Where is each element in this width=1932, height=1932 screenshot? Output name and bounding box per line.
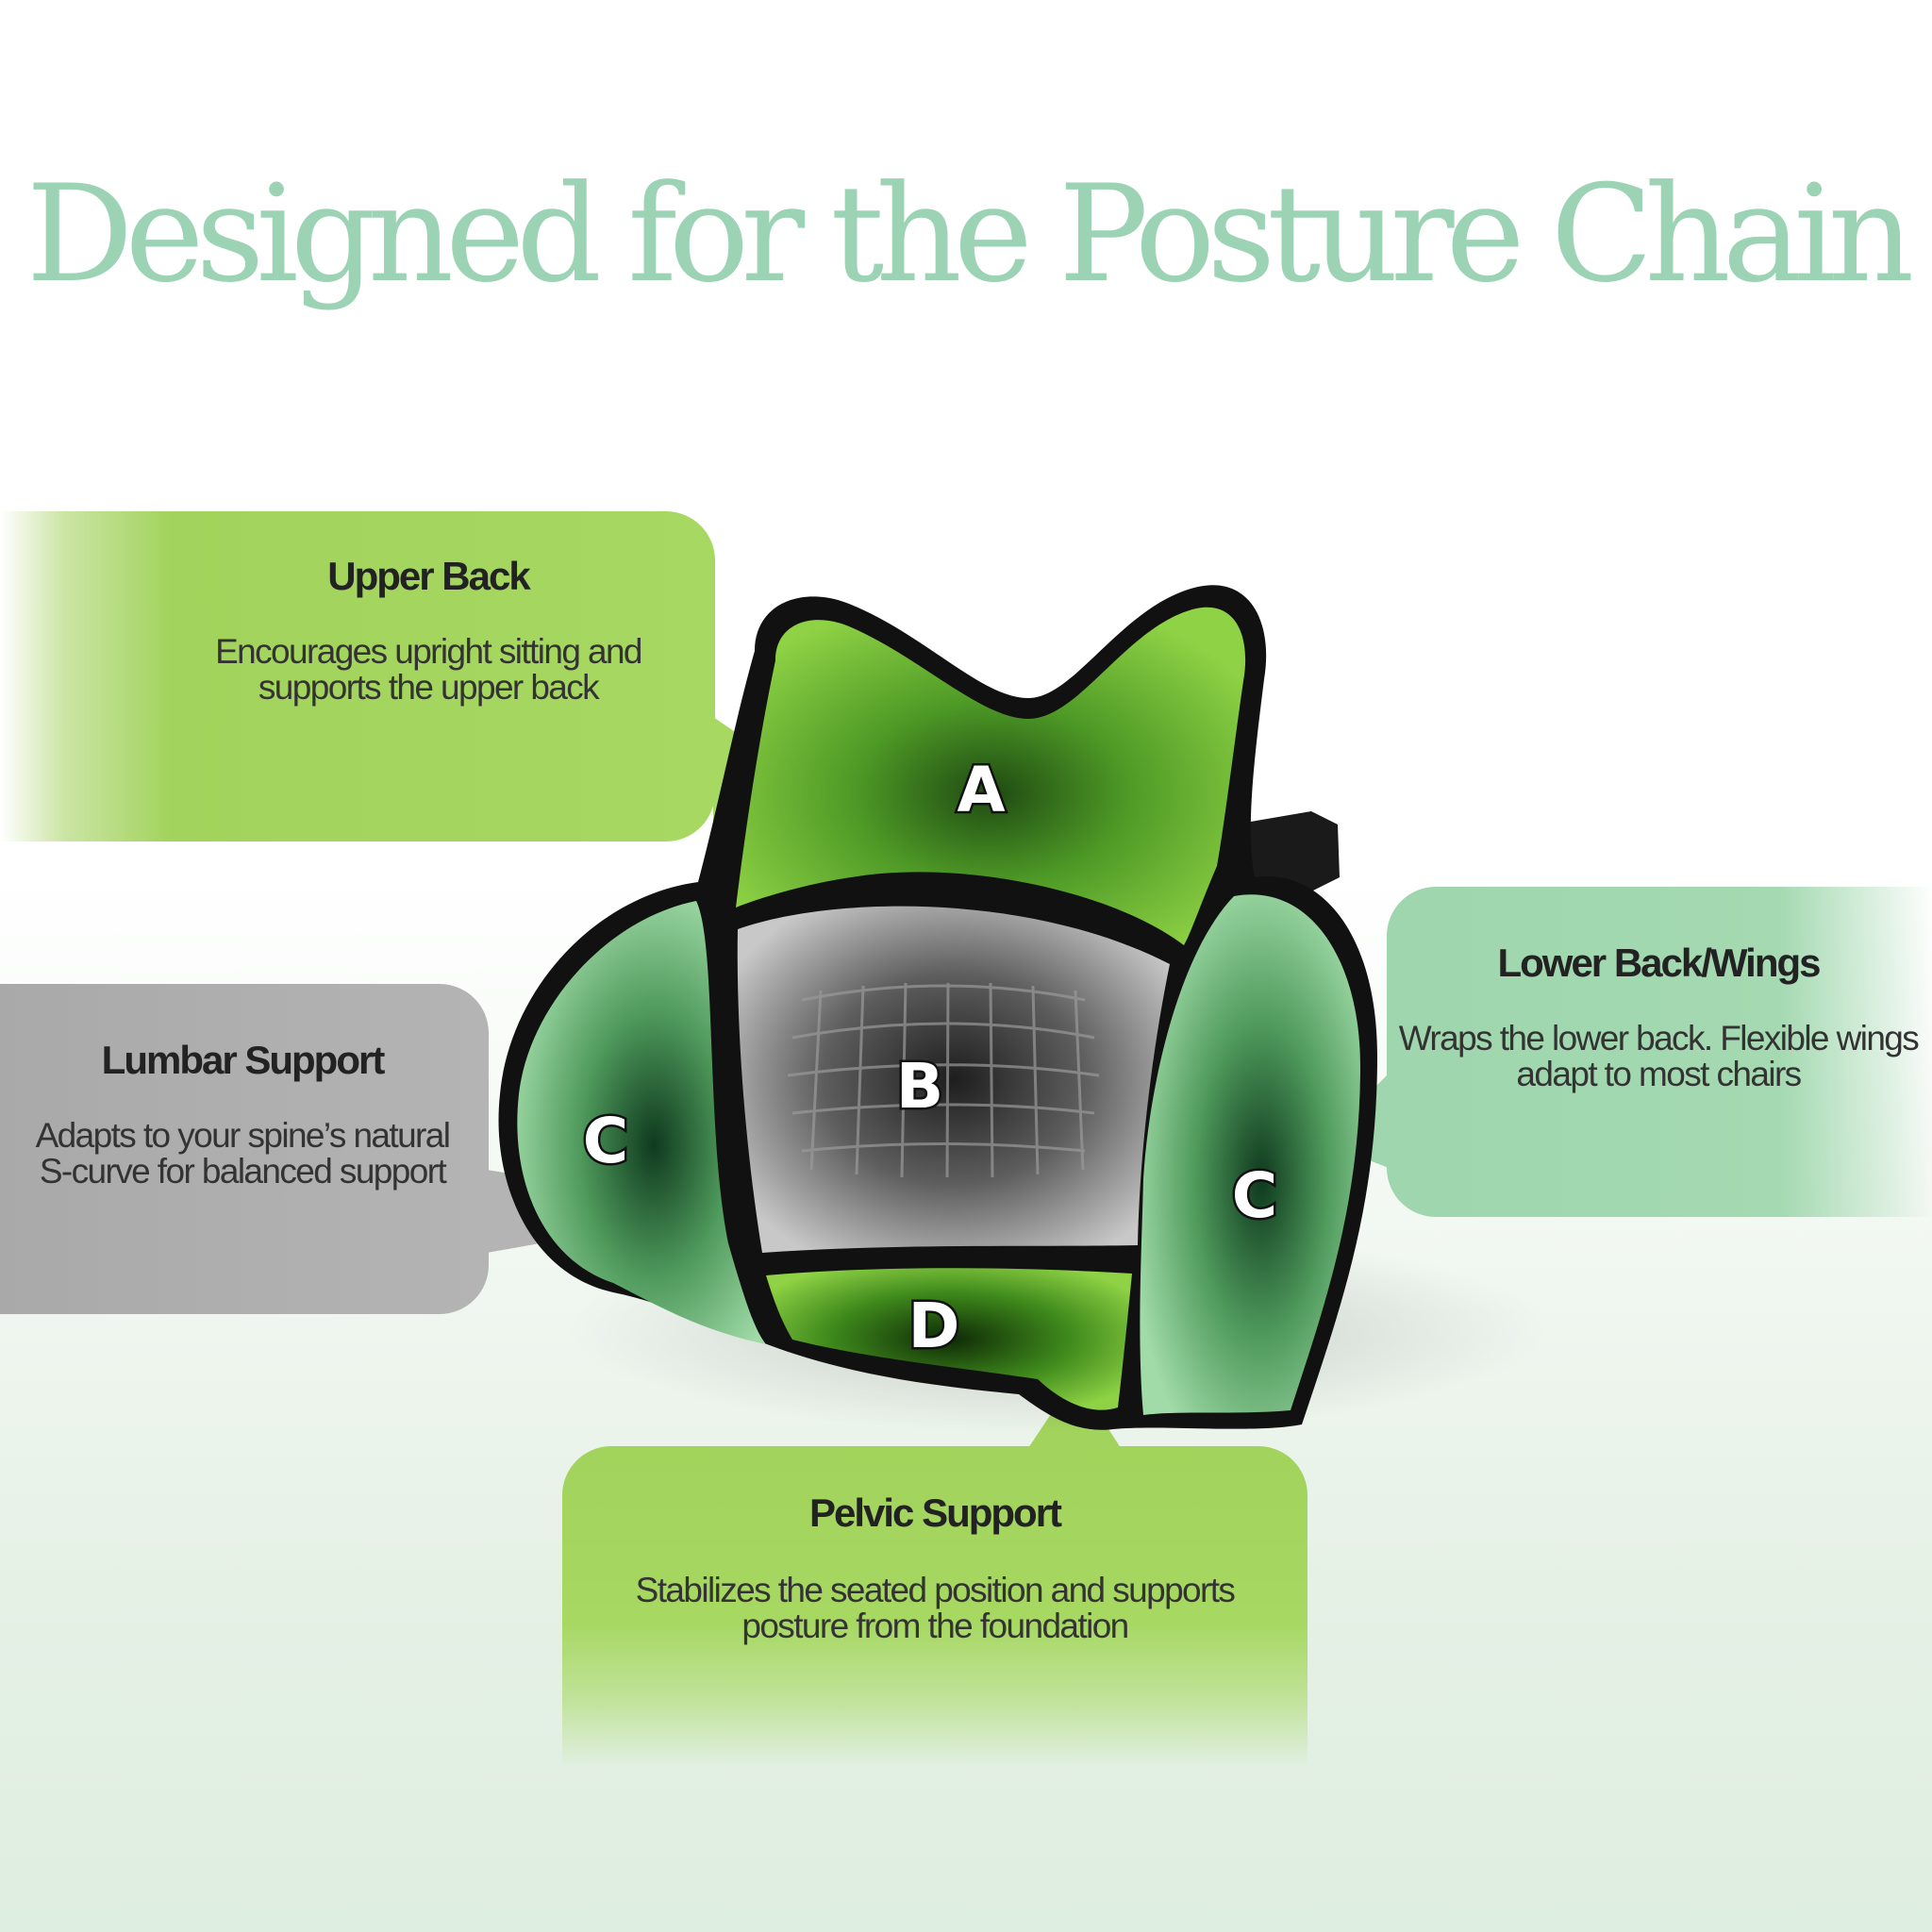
zone-d-label: D bbox=[908, 1290, 960, 1362]
zone-a bbox=[736, 607, 1246, 945]
upper-back-description: Encourages upright sitting and supports … bbox=[215, 632, 642, 707]
zone-a-label: A bbox=[957, 754, 1005, 826]
lower-back-wings-description: Wraps the lower back. Flexible wings ada… bbox=[1398, 1019, 1920, 1093]
page-title: Designed for the Posture Chain bbox=[25, 157, 1915, 312]
lumbar-support-description: Adapts to your spine’s natural S-curve f… bbox=[35, 1116, 451, 1191]
strap bbox=[1245, 811, 1340, 891]
lumbar-support-heading: Lumbar Support bbox=[101, 1038, 386, 1082]
upper-back-heading: Upper Back bbox=[327, 554, 530, 598]
lower-back-wings-callout: Lower Back/Wings Wraps the lower back. F… bbox=[1387, 887, 1932, 1217]
lower-back-wings-heading: Lower Back/Wings bbox=[1497, 941, 1821, 985]
mesh-grid bbox=[787, 982, 1100, 1178]
zone-d bbox=[766, 1268, 1132, 1410]
pelvic-support-heading: Pelvic Support bbox=[808, 1491, 1062, 1535]
zone-b bbox=[737, 906, 1170, 1253]
lumbar-support-callout: Lumbar Support Adapts to your spine’s na… bbox=[0, 984, 489, 1314]
zone-c-left bbox=[517, 901, 766, 1344]
upper-back-callout: Upper Back Encourages upright sitting an… bbox=[0, 511, 715, 841]
zone-c-right bbox=[1140, 894, 1360, 1415]
pelvic-support-description: Stabilizes the seated position and suppo… bbox=[635, 1571, 1236, 1645]
pelvic-support-callout: Pelvic Support Stabilizes the seated pos… bbox=[562, 1446, 1307, 1767]
zone-c-right-label: C bbox=[1232, 1159, 1277, 1232]
zone-b-label: B bbox=[896, 1050, 943, 1123]
zone-c-left-label: C bbox=[583, 1105, 628, 1177]
